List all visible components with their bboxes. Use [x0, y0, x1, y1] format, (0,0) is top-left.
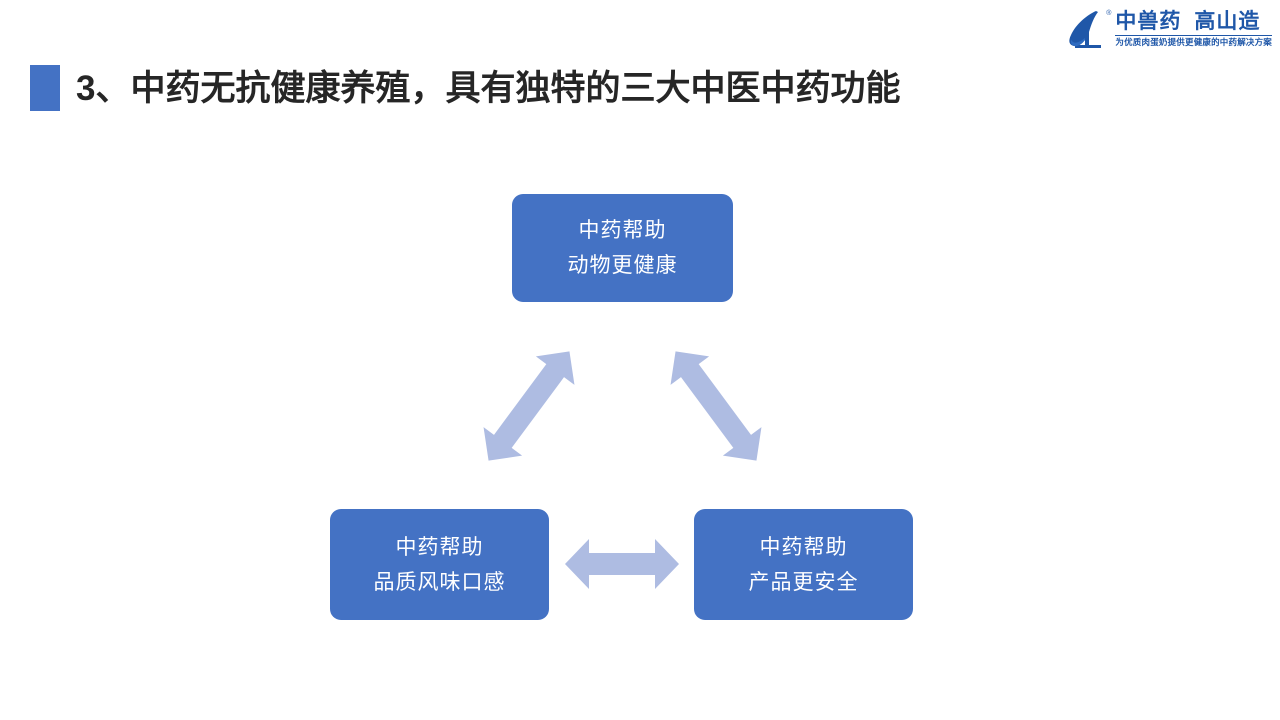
- slide-title-row: 3、中药无抗健康养殖，具有独特的三大中医中药功能: [0, 60, 900, 116]
- logo-tagline: 为优质肉蛋奶提供更健康的中药解决方案: [1115, 34, 1272, 47]
- logo-mark-icon: ®: [1065, 8, 1112, 50]
- square-bullet-icon: [30, 65, 60, 111]
- diagram-node-bottom-right[interactable]: 中药帮助 产品更安全: [694, 509, 913, 620]
- double-arrow-horizontal-icon: [565, 539, 679, 589]
- logo-text-block: 中兽药 高山造 为优质肉蛋奶提供更健康的中药解决方案: [1115, 7, 1272, 51]
- node-top-line1: 中药帮助: [578, 219, 667, 242]
- double-arrow-diagonal-right-icon: [670, 351, 762, 461]
- page-title: 3、中药无抗健康养殖，具有独特的三大中医中药功能: [76, 68, 901, 108]
- diagram-node-bottom-left[interactable]: 中药帮助 品质风味口感: [330, 509, 549, 620]
- node-bottom-left-line1: 中药帮助: [395, 535, 484, 559]
- logo-brand-name: 中兽药 高山造: [1115, 9, 1272, 34]
- node-bottom-right-line2: 产品更安全: [748, 570, 859, 594]
- node-bottom-right-line1: 中药帮助: [759, 535, 848, 559]
- node-bottom-left-line2: 品质风味口感: [373, 570, 506, 594]
- logo-brand-left: 中兽药: [1115, 9, 1182, 33]
- double-arrow-diagonal-left-icon: [483, 351, 575, 461]
- logo-brand-right: 高山造: [1194, 9, 1261, 33]
- diagram-node-top[interactable]: 中药帮助 动物更健康: [512, 194, 733, 302]
- registered-trademark-icon: ®: [1106, 10, 1112, 17]
- brand-logo: ® 中兽药 高山造 为优质肉蛋奶提供更健康的中药解决方案: [1065, 6, 1272, 52]
- node-top-line2: 动物更健康: [567, 254, 678, 277]
